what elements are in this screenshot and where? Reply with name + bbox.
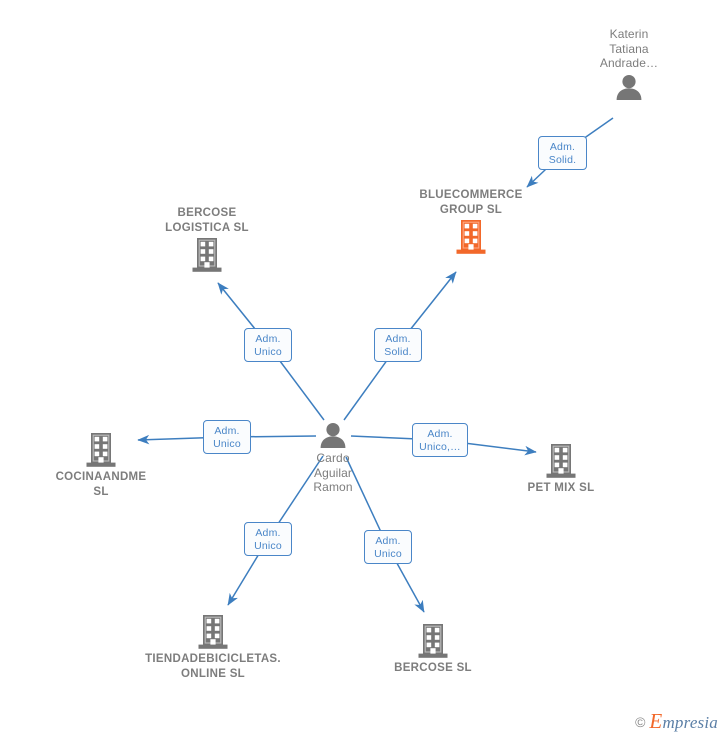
person-icon — [263, 422, 403, 448]
edge-label-cardo-bercose[interactable]: Adm. Unico — [364, 530, 412, 564]
node-bercose-logistica-sl[interactable]: BERCOSE LOGISTICA SL — [137, 206, 277, 272]
node-caption: BLUECOMMERCE GROUP SL — [419, 189, 523, 216]
edge-label-cardo-tiendadebicicletas[interactable]: Adm. Unico — [244, 522, 292, 556]
copyright-icon: © — [635, 714, 646, 730]
edge-label-cardo-bercose-logistica[interactable]: Adm. Unico — [244, 328, 292, 362]
watermark-rest: mpresia — [662, 713, 718, 732]
building-icon — [31, 433, 171, 467]
node-bluecommerce-group-sl[interactable]: BLUECOMMERCE GROUP SL — [401, 188, 541, 254]
watermark-text: Empresia — [649, 711, 718, 732]
building-icon — [363, 624, 503, 658]
node-cocinaandme-sl[interactable]: COCINAANDME SL — [31, 433, 171, 499]
node-caption: BERCOSE LOGISTICA SL — [165, 207, 249, 234]
building-icon — [143, 615, 283, 649]
node-pet-mix-sl[interactable]: PET MIX SL — [491, 444, 631, 496]
node-tiendadebicicletas-online-sl[interactable]: TIENDADEBICICLETAS. ONLINE SL — [143, 615, 283, 681]
person-icon — [559, 74, 699, 100]
node-caption: Katerin Tatiana Andrade… — [599, 27, 659, 70]
node-caption: COCINAANDME SL — [55, 471, 147, 498]
node-caption: PET MIX SL — [527, 482, 595, 494]
building-icon-highlighted — [401, 220, 541, 254]
edge-label-cardo-petmix[interactable]: Adm. Unico,… — [412, 423, 468, 457]
node-bercose-sl[interactable]: BERCOSE SL — [363, 624, 503, 676]
edge-label-cardo-bluecommerce[interactable]: Adm. Solid. — [374, 328, 422, 362]
watermark-initial: E — [649, 709, 663, 733]
edge-label-katerin-bluecommerce[interactable]: Adm. Solid. — [538, 136, 587, 170]
node-katerin-tatiana-andrade[interactable]: Katerin Tatiana Andrade… — [559, 27, 699, 100]
node-caption: Cardo Aguilar Ramon — [313, 451, 353, 494]
empresia-watermark: © Empresia — [635, 711, 718, 732]
building-icon — [491, 444, 631, 478]
edge-label-cardo-cocinaandme[interactable]: Adm. Unico — [203, 420, 251, 454]
building-icon — [137, 238, 277, 272]
node-cardo-aguilar-ramon[interactable]: Cardo Aguilar Ramon — [263, 422, 403, 495]
node-caption: BERCOSE SL — [394, 662, 472, 674]
node-caption: TIENDADEBICICLETAS. ONLINE SL — [145, 653, 281, 680]
